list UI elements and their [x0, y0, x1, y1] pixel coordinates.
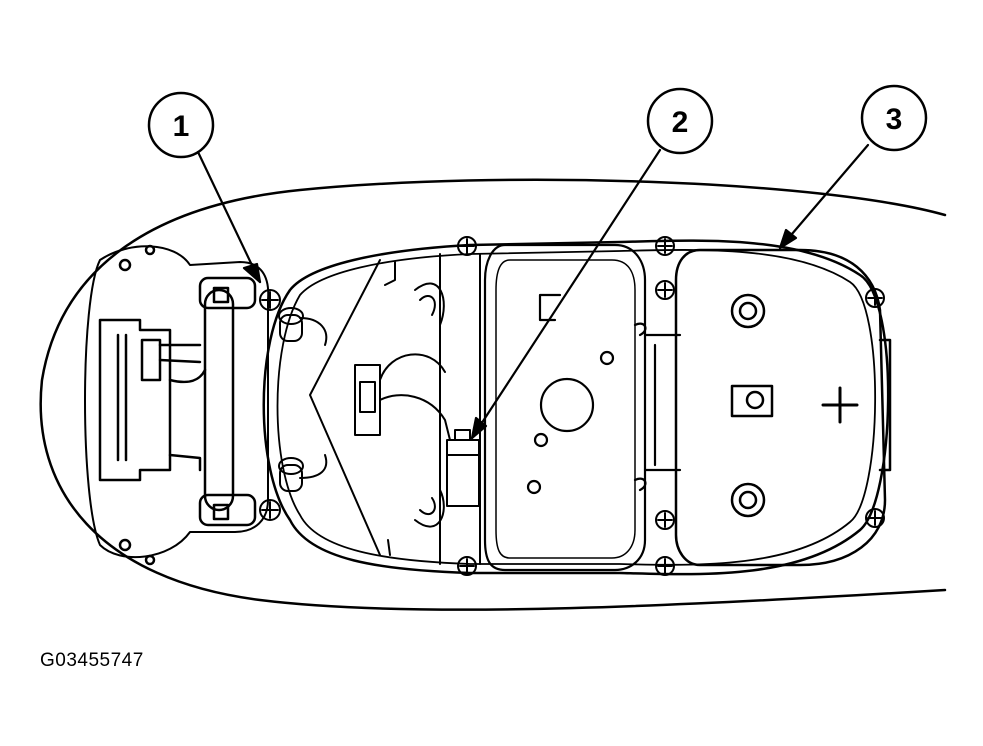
callout-3-label: 3 [886, 103, 903, 136]
callout-3: 3 [860, 84, 928, 152]
reflector [309, 259, 451, 556]
callout-1: 1 [147, 91, 215, 159]
headliner-outline [39, 178, 947, 611]
lamp-lens-housing [84, 244, 270, 566]
arrow-head-3 [778, 228, 798, 250]
arrow-head-1 [242, 262, 262, 284]
center-divider [439, 253, 481, 565]
leader-line-1 [196, 150, 262, 284]
callout-2-label: 2 [672, 106, 689, 139]
console-opening [262, 239, 890, 576]
right-cover [674, 248, 892, 567]
arrow-head-2 [470, 416, 488, 440]
leader-line-3 [778, 143, 870, 250]
figure-id: G03455747 [40, 650, 144, 671]
retaining-screw [259, 236, 885, 576]
leader-lines [196, 143, 870, 440]
center-panel [483, 243, 682, 572]
callout-2: 2 [646, 87, 714, 155]
leader-line-2 [470, 148, 662, 440]
callout-1-label: 1 [173, 110, 190, 143]
lamp-bulb [278, 307, 328, 492]
